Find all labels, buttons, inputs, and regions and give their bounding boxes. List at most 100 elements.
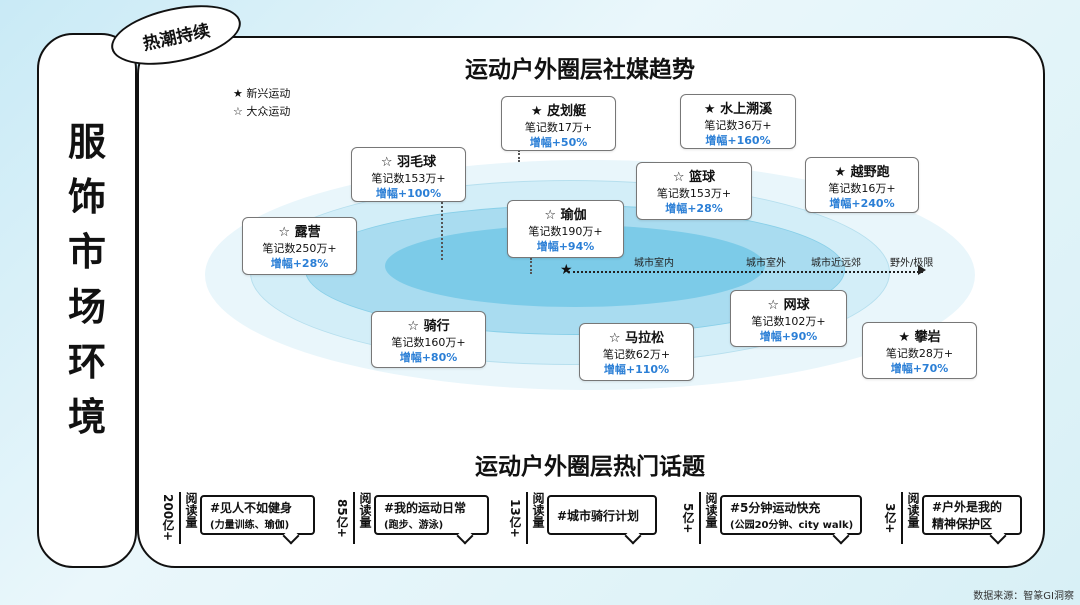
sport-card-trail-run: ★ 越野跑 笔记数16万+ 增幅+240% — [805, 157, 919, 213]
topic-bubble: #户外是我的 精神保护区 — [922, 495, 1022, 535]
card-name: ☆ 骑行 — [407, 319, 450, 334]
section-title-trends: 运动户外圈层社媒趋势 — [465, 57, 695, 83]
sport-card-cycling: ☆ 骑行 笔记数160万+ 增幅+80% — [371, 311, 486, 368]
card-growth: 增幅+90% — [759, 330, 818, 343]
topic-sub: (跑步、游泳) — [384, 520, 444, 531]
side-title-char: 饰 — [67, 175, 106, 219]
card-growth: 增幅+240% — [829, 197, 895, 210]
card-name: ★ 水上溯溪 — [703, 102, 773, 117]
topic-reads: 85亿+ 阅读量 — [334, 492, 374, 544]
card-name: ★ 越野跑 — [834, 165, 890, 180]
topic-item: 5亿+ 阅读量 #5分钟运动快充 (公园20分钟、city walk) — [680, 492, 865, 545]
topic-text: #见人不如健身 — [210, 501, 293, 515]
card-count: 笔记数153万+ — [656, 187, 732, 200]
sport-card-stream: ★ 水上溯溪 笔记数36万+ 增幅+160% — [680, 94, 796, 149]
topic-text: #户外是我的 — [932, 500, 1003, 514]
sport-card-yoga: ☆ 瑜伽 笔记数190万+ 增幅+94% — [507, 200, 624, 258]
card-name: ★ 皮划艇 — [530, 104, 587, 119]
topic-bubble: #见人不如健身 (力量训练、瑜伽) — [200, 495, 315, 535]
topic-reads-label: 阅读量 — [184, 492, 198, 528]
data-source: 数据来源：智篆GI洞察 — [973, 591, 1074, 602]
zone-label: 城市室内 — [634, 258, 674, 269]
card-count: 笔记数153万+ — [371, 172, 446, 185]
sport-card-basketball: ☆ 篮球 笔记数153万+ 增幅+28% — [636, 162, 752, 220]
zone-label: 野外/极限 — [890, 258, 934, 269]
card-name: ☆ 露营 — [278, 225, 321, 240]
topic-reads-label: 阅读量 — [531, 492, 545, 528]
legend: ★ 新兴运动 ☆ 大众运动 — [233, 85, 290, 121]
card-growth: 增幅+94% — [536, 240, 595, 253]
side-panel: 服 饰 市 场 环 境 — [37, 33, 137, 568]
topic-reads: 3亿+ 阅读量 — [882, 492, 922, 544]
card-growth: 增幅+160% — [705, 134, 771, 147]
card-name: ☆ 网球 — [767, 298, 810, 313]
topic-reads: 5亿+ 阅读量 — [680, 492, 720, 544]
topic-reads-value: 5亿+ — [680, 492, 701, 544]
topic-reads-value: 200亿+ — [160, 492, 181, 544]
card-count: 笔记数36万+ — [704, 119, 772, 132]
side-title: 服 饰 市 场 环 境 — [39, 115, 135, 445]
side-title-char: 市 — [67, 230, 106, 274]
card-name: ☆ 马拉松 — [608, 331, 665, 346]
topic-reads-label: 阅读量 — [358, 492, 372, 528]
guide-line — [530, 258, 532, 274]
sport-card-marathon: ☆ 马拉松 笔记数62万+ 增幅+110% — [579, 323, 694, 381]
side-title-char: 服 — [67, 120, 106, 164]
topic-bubble: #我的运动日常 (跑步、游泳) — [374, 495, 489, 535]
topic-sub: (力量训练、瑜伽) — [210, 520, 290, 531]
topic-reads-label: 阅读量 — [906, 492, 920, 528]
sport-card-kayak: ★ 皮划艇 笔记数17万+ 增幅+50% — [501, 96, 616, 151]
topic-reads-value: 85亿+ — [334, 492, 355, 544]
card-count: 笔记数28万+ — [885, 347, 954, 360]
topic-text: #5分钟运动快充 — [730, 501, 821, 515]
topic-reads-label: 阅读量 — [704, 492, 718, 528]
sport-card-climbing: ★ 攀岩 笔记数28万+ 增幅+70% — [862, 322, 977, 379]
card-name: ☆ 篮球 — [672, 170, 716, 185]
zone-label: 城市近远郊 — [811, 258, 861, 269]
legend-mass-sports: ☆ 大众运动 — [233, 105, 291, 118]
card-growth: 增幅+100% — [375, 187, 442, 200]
topic-sub: 精神保护区 — [932, 517, 993, 531]
card-growth: 增幅+70% — [890, 362, 949, 375]
topic-text: #城市骑行计划 — [557, 508, 640, 523]
side-title-char: 场 — [67, 285, 106, 329]
card-count: 笔记数250万+ — [262, 242, 337, 255]
topic-item: 13亿+ 阅读量 #城市骑行计划 — [507, 492, 657, 545]
legend-new-sports: ★ 新兴运动 — [233, 87, 291, 100]
zone-label: 城市室外 — [746, 258, 786, 269]
axis-arrow-icon — [918, 265, 926, 275]
topic-reads: 200亿+ 阅读量 — [160, 492, 200, 544]
sport-card-badminton: ☆ 羽毛球 笔记数153万+ 增幅+100% — [351, 147, 466, 202]
topic-bubble: #城市骑行计划 — [547, 495, 657, 535]
topic-item: 85亿+ 阅读量 #我的运动日常 (跑步、游泳) — [334, 492, 489, 545]
side-title-char: 境 — [67, 395, 106, 439]
topic-item: 200亿+ 阅读量 #见人不如健身 (力量训练、瑜伽) — [160, 492, 315, 545]
card-growth: 增幅+50% — [529, 136, 588, 149]
topic-reads-value: 13亿+ — [507, 492, 528, 544]
topic-reads: 13亿+ 阅读量 — [507, 492, 547, 544]
card-count: 笔记数62万+ — [602, 348, 671, 361]
card-count: 笔记数17万+ — [524, 121, 593, 134]
badge-label: 热潮持续 — [141, 20, 212, 55]
card-growth: 增幅+110% — [603, 363, 670, 376]
card-growth: 增幅+28% — [270, 257, 329, 270]
card-growth: 增幅+28% — [665, 202, 723, 215]
zone-axis — [568, 271, 923, 273]
axis-origin-star-icon: ★ — [560, 262, 573, 278]
sport-card-tennis: ☆ 网球 笔记数102万+ 增幅+90% — [730, 290, 847, 347]
card-count: 笔记数16万+ — [828, 182, 896, 195]
section-title-topics: 运动户外圈层热门话题 — [475, 454, 705, 480]
card-growth: 增幅+80% — [399, 351, 458, 364]
sport-card-camping: ☆ 露营 笔记数250万+ 增幅+28% — [242, 217, 357, 275]
topic-item: 3亿+ 阅读量 #户外是我的 精神保护区 — [882, 492, 1027, 545]
guide-line — [518, 150, 520, 162]
card-count: 笔记数102万+ — [751, 315, 826, 328]
card-name: ☆ 羽毛球 — [380, 155, 437, 170]
topic-bubble: #5分钟运动快充 (公园20分钟、city walk) — [720, 495, 862, 535]
card-name: ☆ 瑜伽 — [544, 208, 587, 223]
card-count: 笔记数160万+ — [391, 336, 466, 349]
topic-text: #我的运动日常 — [384, 501, 467, 515]
card-name: ★ 攀岩 — [898, 330, 941, 345]
guide-line — [441, 198, 443, 260]
topic-reads-value: 3亿+ — [882, 492, 903, 544]
